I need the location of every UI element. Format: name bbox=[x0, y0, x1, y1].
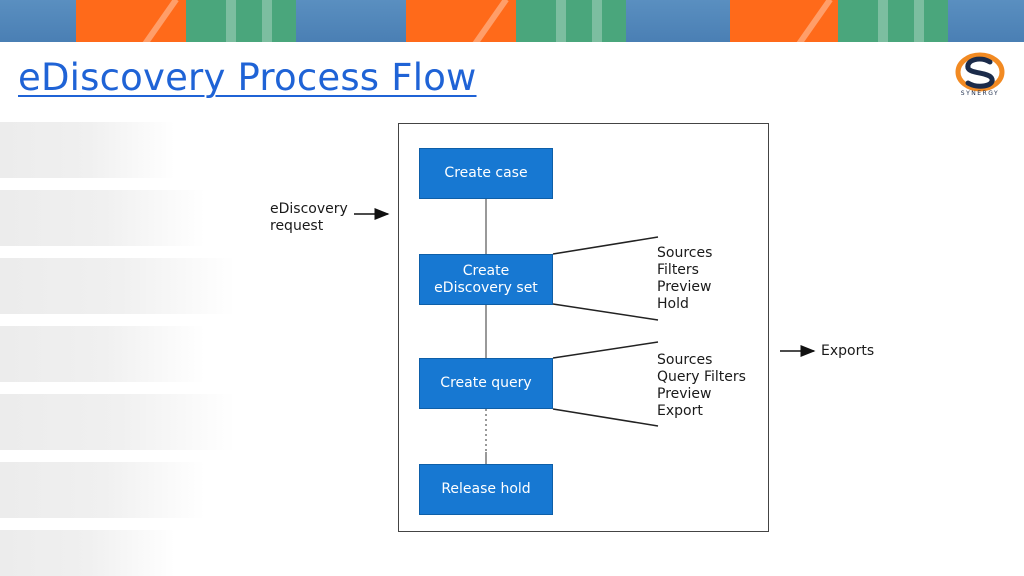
step-create-case: Create case bbox=[419, 148, 553, 199]
decorative-bar bbox=[0, 258, 235, 314]
banner-segment bbox=[948, 0, 1024, 42]
banner-segment bbox=[76, 0, 186, 42]
logo-wordmark: SYNERGY bbox=[960, 90, 1000, 97]
banner-segment bbox=[0, 0, 76, 42]
input-label: eDiscovery request bbox=[270, 201, 348, 234]
query-option: Sources bbox=[657, 352, 713, 368]
step-create-ediscovery-set: Create eDiscovery set bbox=[419, 254, 553, 305]
query-option: Preview bbox=[657, 386, 712, 402]
query-option: Export bbox=[657, 403, 703, 419]
banner-segment bbox=[186, 0, 296, 42]
set-option: Preview bbox=[657, 279, 712, 295]
banner-segment bbox=[838, 0, 948, 42]
synergy-logo-icon bbox=[955, 52, 1005, 92]
banner-segment bbox=[296, 0, 406, 42]
page-title: eDiscovery Process Flow bbox=[18, 56, 477, 99]
decorative-bar bbox=[0, 394, 235, 450]
decorative-bar bbox=[0, 530, 175, 576]
banner-segment bbox=[626, 0, 730, 42]
synergy-logo: SYNERGY bbox=[950, 52, 1010, 102]
decorative-bar bbox=[0, 190, 205, 246]
decorative-bar bbox=[0, 462, 205, 518]
header-banner bbox=[0, 0, 1024, 42]
set-option: Sources bbox=[657, 245, 713, 261]
decorative-bar bbox=[0, 122, 175, 178]
step-create-query: Create query bbox=[419, 358, 553, 409]
banner-segment bbox=[516, 0, 626, 42]
query-option: Query Filters bbox=[657, 369, 746, 385]
set-option: Hold bbox=[657, 296, 689, 312]
banner-segment bbox=[730, 0, 838, 42]
output-label: Exports bbox=[821, 343, 875, 359]
step-release-hold: Release hold bbox=[419, 464, 553, 515]
banner-segment bbox=[406, 0, 516, 42]
decorative-bar bbox=[0, 326, 205, 382]
set-option: Filters bbox=[657, 262, 699, 278]
